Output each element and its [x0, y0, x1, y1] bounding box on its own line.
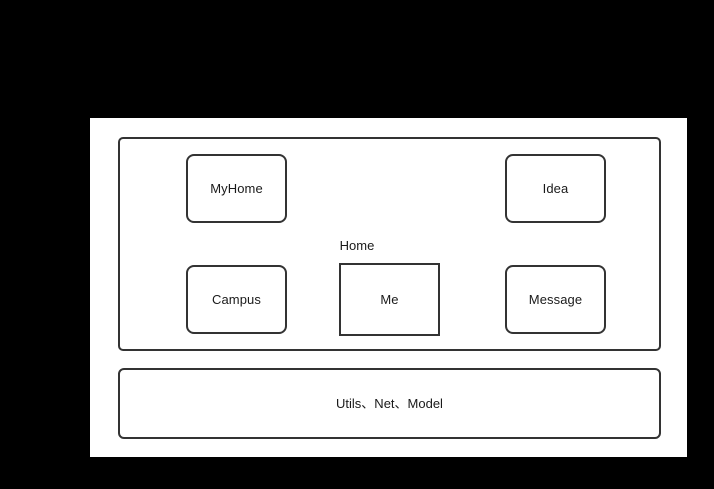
module-card-campus[interactable]: Campus — [186, 265, 287, 334]
layer-foundation-label: Utils、Net、Model — [336, 396, 443, 411]
module-card-message[interactable]: Message — [505, 265, 606, 334]
module-label-campus: Campus — [211, 292, 261, 307]
module-card-myhome[interactable]: MyHome — [186, 154, 287, 223]
layer-foundation-container[interactable]: Utils、Net、Model — [118, 368, 661, 439]
layer-home-caption: Home — [339, 238, 375, 253]
module-label-myhome: MyHome — [210, 181, 263, 196]
module-label-idea: Idea — [542, 181, 569, 196]
module-card-me[interactable]: Me — [339, 263, 440, 336]
module-label-message: Message — [528, 292, 583, 307]
module-label-me: Me — [380, 292, 399, 307]
module-card-idea[interactable]: Idea — [505, 154, 606, 223]
